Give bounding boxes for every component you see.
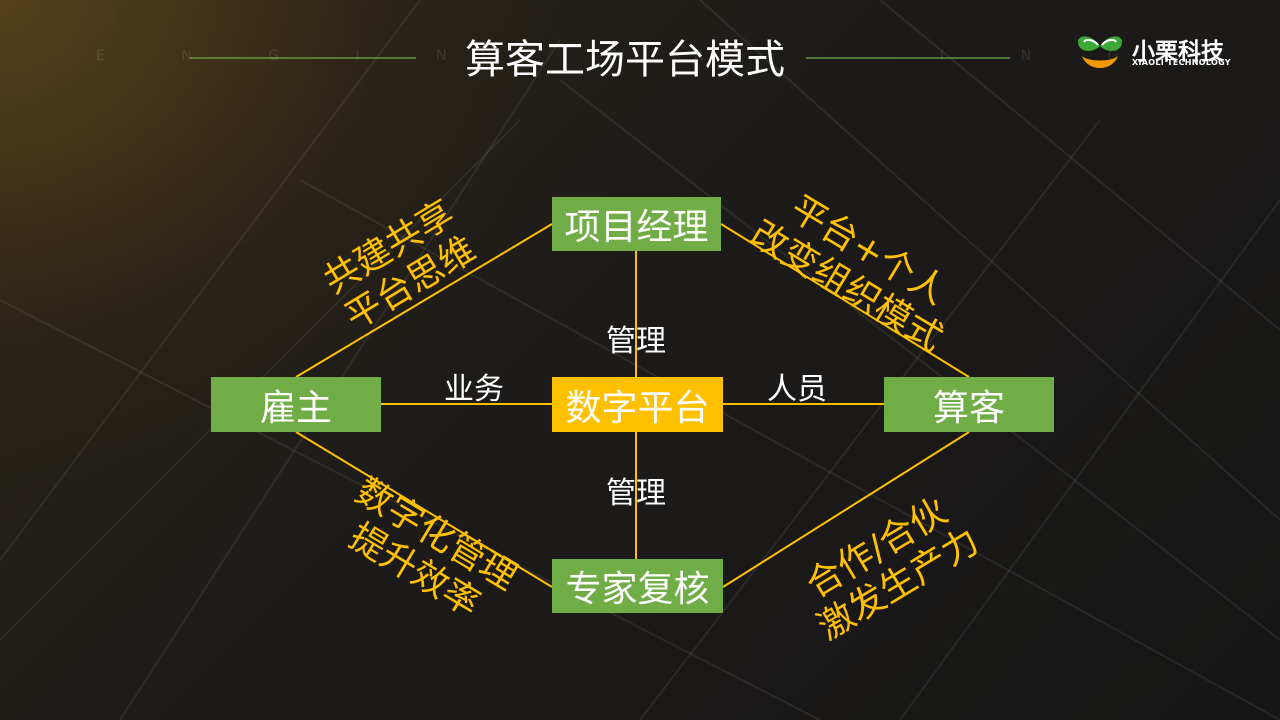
- connector-lines: [295, 223, 970, 588]
- decor-letters-right: I N G: [940, 48, 1155, 64]
- page-title: 算客工场平台模式: [465, 37, 785, 83]
- chestnut-leaf-icon: [1078, 36, 1122, 68]
- node-employer: 雇主: [211, 377, 381, 432]
- node-project-manager: 项目经理: [552, 197, 721, 251]
- line-manager-suanke: [720, 223, 970, 378]
- edge-label-business: 业务: [444, 372, 504, 407]
- decor-letters-left: E N G I N E E R: [96, 48, 740, 64]
- edge-label-manage-bottom: 管理: [606, 476, 666, 511]
- edge-label-personnel: 人员: [767, 372, 827, 407]
- line-employer-manager: [295, 223, 553, 378]
- node-expert-review: 专家复核: [552, 559, 723, 613]
- line-expert-suanke: [722, 431, 970, 588]
- node-digital-platform: 数字平台: [552, 377, 723, 432]
- logo-english: XIAOLI TECHNOLOGY: [1132, 58, 1231, 67]
- company-logo: 小栗科技 XIAOLI TECHNOLOGY: [1074, 30, 1254, 78]
- line-employer-expert: [295, 431, 553, 588]
- edge-label-manage-top: 管理: [606, 324, 666, 359]
- node-suanke: 算客: [884, 377, 1054, 432]
- logo-name: 小栗科技: [1132, 39, 1224, 65]
